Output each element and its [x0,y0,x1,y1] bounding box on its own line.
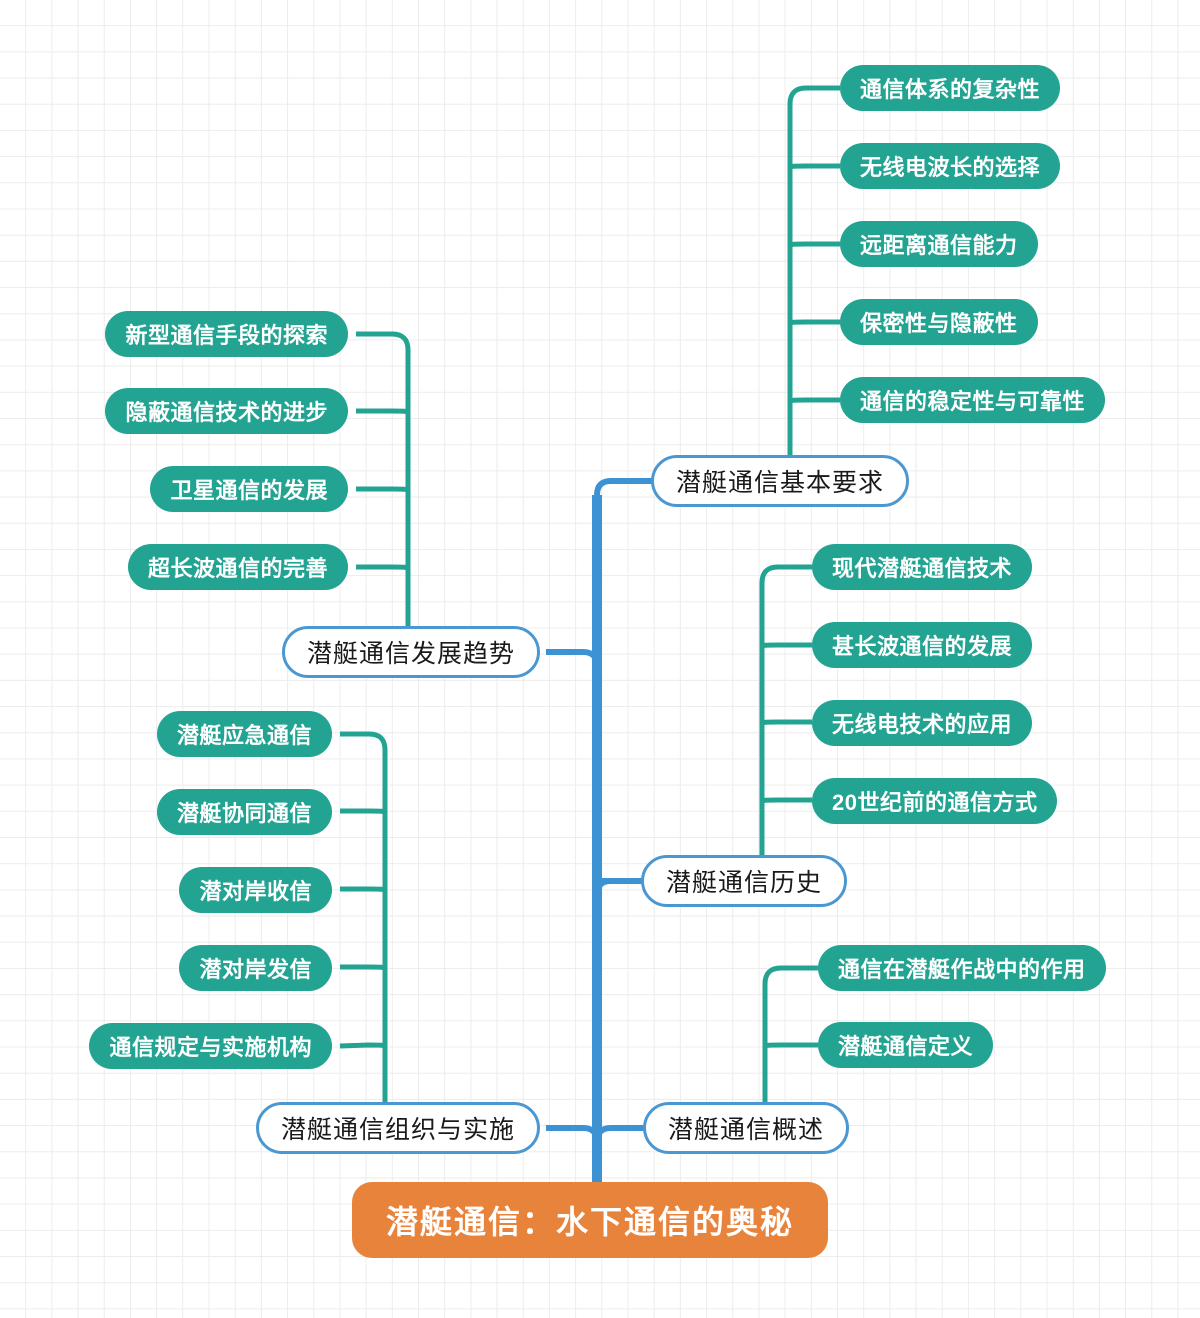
leaf-node[interactable]: 无线电波长的选择 [840,143,1061,189]
link-history-3 [759,797,812,804]
link-overview-1 [762,1042,818,1049]
leaf-node[interactable]: 卫星通信的发展 [150,466,348,512]
leaf-node[interactable]: 潜对岸发信 [179,945,332,991]
leaf-node[interactable]: 超长波通信的完善 [127,544,348,590]
link-basic-1 [787,163,840,170]
link-org-2 [340,886,388,893]
branch-node-organization[interactable]: 潜艇通信组织与实施 [255,1102,540,1154]
link-history-2 [759,719,812,726]
branch-node-overview[interactable]: 潜艇通信概述 [643,1102,850,1154]
root-node[interactable]: 潜艇通信：水下通信的奥秘 [352,1182,829,1258]
leaf-node[interactable]: 通信在潜艇作战中的作用 [818,945,1106,991]
spine-basic-requirements [787,85,840,463]
link-basic-3 [787,319,840,326]
branch-node-basic-requirements[interactable]: 潜艇通信基本要求 [651,455,910,507]
spine-organization [340,731,388,1110]
trunk-to-basic-requirements [594,478,654,497]
trunk-to-organization [546,1125,600,1143]
leaf-node[interactable]: 潜艇应急通信 [156,711,332,757]
link-org-1 [340,808,388,815]
branch-node-history[interactable]: 潜艇通信历史 [641,855,848,907]
leaf-node[interactable]: 现代潜艇通信技术 [812,544,1033,590]
leaf-node[interactable]: 潜对岸收信 [179,867,332,913]
leaf-node[interactable]: 20世纪前的通信方式 [812,778,1058,824]
link-history-1 [759,642,812,649]
leaf-node[interactable]: 无线电技术的应用 [812,700,1033,746]
leaf-node[interactable]: 通信的稳定性与可靠性 [840,377,1106,423]
trunk-to-trends [546,649,600,667]
leaf-node[interactable]: 保密性与隐蔽性 [840,299,1038,345]
link-org-4 [339,1042,388,1049]
link-basic-2 [787,241,840,248]
trunk-to-history-elbow [594,878,644,896]
leaf-node[interactable]: 甚长波通信的发展 [812,622,1033,668]
leaf-node[interactable]: 通信体系的复杂性 [840,65,1061,111]
link-trends-1 [356,408,411,415]
leaf-node[interactable]: 通信规定与实施机构 [89,1023,332,1069]
spine-history [759,564,812,865]
link-trends-3 [356,564,411,571]
trunk-to-overview [594,1125,646,1143]
leaf-node[interactable]: 新型通信手段的探索 [105,311,348,357]
spine-trends [356,331,411,634]
leaf-node[interactable]: 潜艇协同通信 [156,789,332,835]
link-basic-4 [787,397,840,404]
link-trends-2 [356,486,411,493]
leaf-node[interactable]: 潜艇通信定义 [818,1022,994,1068]
leaf-node[interactable]: 远距离通信能力 [840,221,1038,267]
branch-node-trends[interactable]: 潜艇通信发展趋势 [281,626,540,678]
link-org-3 [340,964,388,971]
spine-overview [762,965,818,1110]
leaf-node[interactable]: 隐蔽通信技术的进步 [105,388,348,434]
